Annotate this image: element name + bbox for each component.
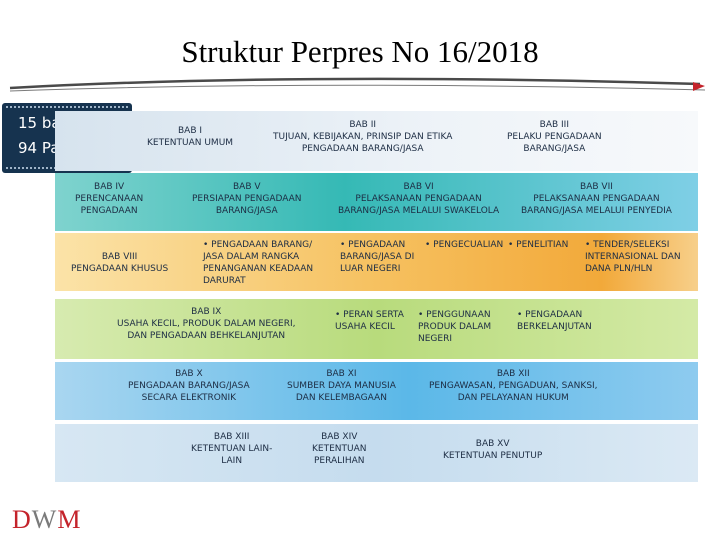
pasal-count: 94: [18, 139, 38, 157]
list-item-pengecualian: • PENGECUALIAN: [425, 240, 504, 250]
list-item-penelitian: • PENELITIAN: [508, 240, 569, 250]
title-swoosh-decoration: [9, 77, 706, 92]
bab-count: 15: [18, 114, 38, 132]
page-title: Struktur Perpres No 16/2018: [181, 34, 539, 69]
dwm-logo: DWM: [12, 505, 82, 534]
